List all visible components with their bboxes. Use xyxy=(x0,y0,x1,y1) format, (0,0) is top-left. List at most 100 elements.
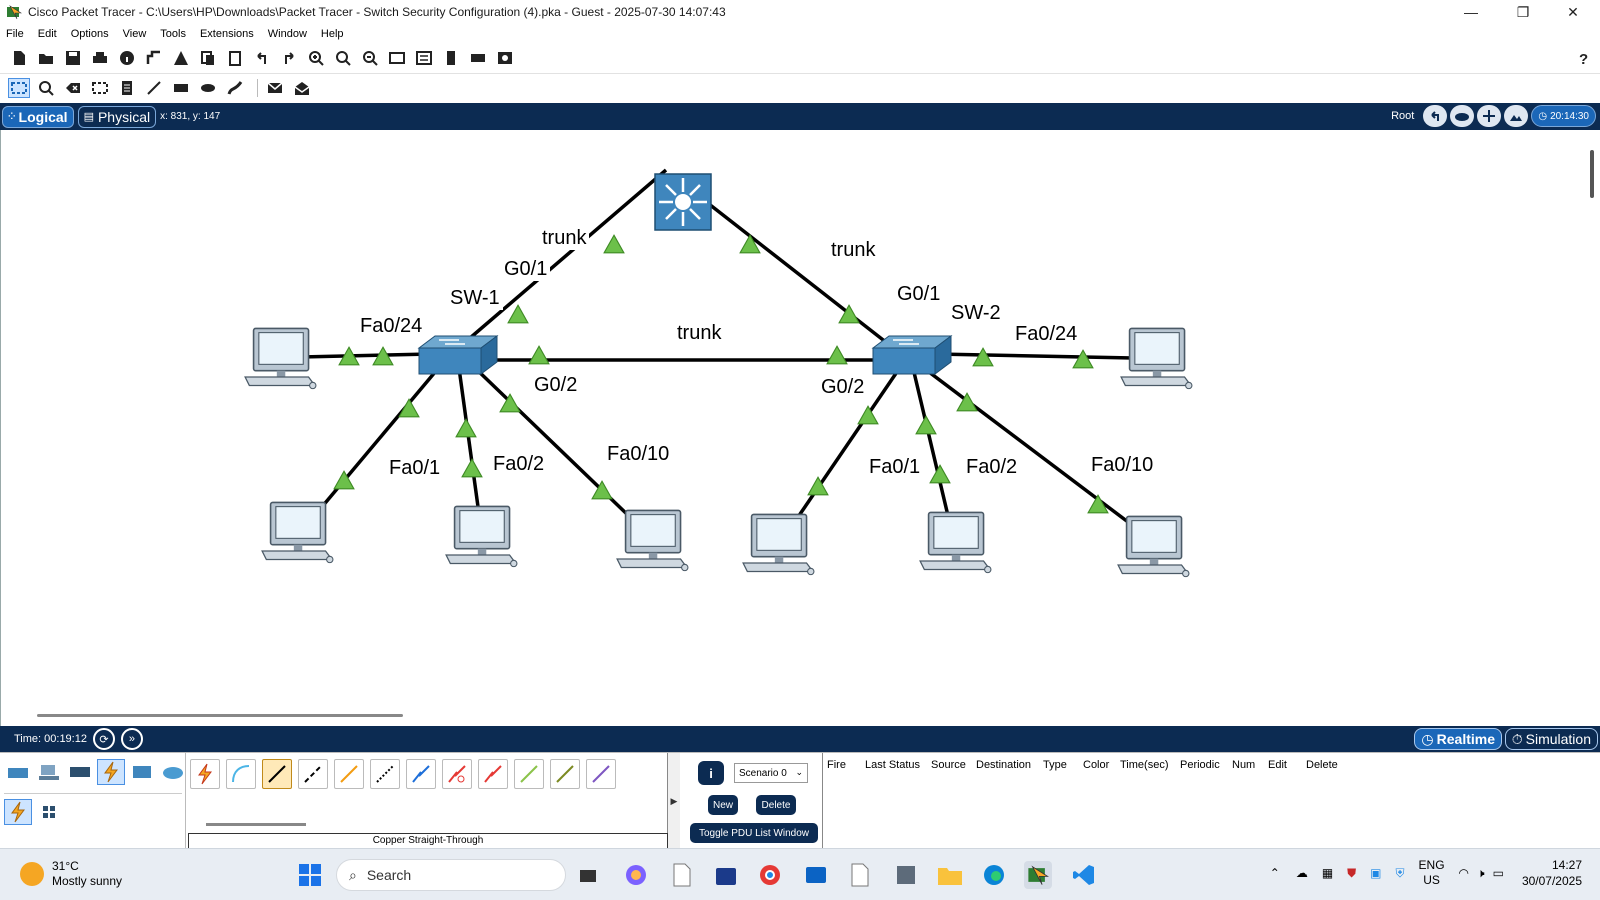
copy-icon[interactable] xyxy=(197,48,219,68)
copper-straight-through-icon[interactable] xyxy=(262,759,292,789)
task-view-icon[interactable] xyxy=(574,861,602,889)
zoom-reset-icon[interactable] xyxy=(332,48,354,68)
column-header[interactable]: Destination xyxy=(976,759,1032,771)
usb-cable-icon[interactable] xyxy=(586,759,616,789)
menu-extensions[interactable]: Extensions xyxy=(199,28,254,40)
multiuser-connection-icon[interactable] xyxy=(159,759,187,785)
close-button[interactable]: ✕ xyxy=(1567,3,1579,20)
simulation-mode-button[interactable]: ⏱ Simulation xyxy=(1504,728,1598,750)
inspect-tool-icon[interactable] xyxy=(35,78,57,98)
pc-icon[interactable] xyxy=(742,513,815,576)
document-icon[interactable] xyxy=(846,861,874,889)
add-simple-pdu-icon[interactable] xyxy=(264,78,286,98)
back-icon[interactable] xyxy=(1423,105,1448,127)
pc-icon[interactable] xyxy=(919,511,992,574)
pdu-icon[interactable] xyxy=(440,48,462,68)
security-shield-icon[interactable]: ⛊ xyxy=(1347,865,1357,880)
network-devices-icon[interactable] xyxy=(4,759,32,785)
pc-icon[interactable] xyxy=(261,501,334,564)
custom-device-icon[interactable] xyxy=(413,48,435,68)
chat-icon[interactable]: ▣ xyxy=(1370,866,1382,880)
file-explorer-icon[interactable] xyxy=(936,861,964,889)
copilot-icon[interactable] xyxy=(622,861,650,889)
cluster-cloud-icon[interactable] xyxy=(1450,105,1475,127)
new-scenario-button[interactable]: New xyxy=(708,795,738,815)
fast-forward-icon[interactable]: » xyxy=(120,728,143,750)
column-header[interactable]: Source xyxy=(931,759,966,771)
device-template-icon[interactable] xyxy=(467,48,489,68)
language-indicator[interactable]: ENG US xyxy=(1419,858,1445,888)
link-core-sw2[interactable] xyxy=(689,188,898,352)
drawing-palette-icon[interactable] xyxy=(386,48,408,68)
undo-icon[interactable] xyxy=(251,48,273,68)
column-header[interactable]: Type xyxy=(1043,759,1067,771)
scenario-select[interactable]: Scenario 0 ⌄ xyxy=(734,763,808,783)
delete-scenario-button[interactable]: Delete xyxy=(756,795,796,815)
menu-file[interactable]: File xyxy=(6,28,24,40)
switch-sw1-icon[interactable] xyxy=(418,335,498,375)
physical-tab[interactable]: ▤ Physical xyxy=(77,105,157,128)
pc-icon[interactable] xyxy=(1120,327,1193,390)
open-folder-icon[interactable] xyxy=(35,48,57,68)
connections-subtype-icon[interactable] xyxy=(4,799,32,825)
select-tool-icon[interactable] xyxy=(8,77,30,98)
cable-scrollbar[interactable] xyxy=(206,823,306,826)
minimize-button[interactable]: — xyxy=(1464,4,1478,20)
restore-button[interactable]: ❐ xyxy=(1516,3,1530,20)
realtime-mode-button[interactable]: ◷ Realtime xyxy=(1414,728,1502,750)
serial-dte-icon[interactable] xyxy=(478,759,508,789)
column-header[interactable]: Fire xyxy=(827,759,846,771)
copper-cross-over-icon[interactable] xyxy=(298,759,328,789)
network-info-icon[interactable] xyxy=(170,48,192,68)
edge-icon[interactable] xyxy=(980,861,1008,889)
column-header[interactable]: Periodic xyxy=(1180,759,1220,771)
pc-icon[interactable] xyxy=(1117,515,1190,578)
scenario-info-button[interactable]: i xyxy=(698,761,724,785)
link-sw2-fa02[interactable] xyxy=(911,367,951,521)
resize-tool-icon[interactable] xyxy=(89,78,111,98)
grid-icon[interactable] xyxy=(35,799,63,825)
menu-edit[interactable]: Edit xyxy=(37,28,57,40)
toggle-pdu-list-button[interactable]: Toggle PDU List Window xyxy=(690,823,818,843)
pc-icon[interactable] xyxy=(244,327,317,390)
zoom-out-icon[interactable] xyxy=(359,48,381,68)
redo-icon[interactable] xyxy=(278,48,300,68)
coaxial-cable-icon[interactable] xyxy=(406,759,436,789)
menu-help[interactable]: Help xyxy=(320,28,344,40)
vertical-scrollbar[interactable] xyxy=(1590,150,1594,198)
outlook-icon[interactable] xyxy=(802,861,830,889)
place-note-icon[interactable] xyxy=(116,78,138,98)
help-icon[interactable]: ? xyxy=(1572,48,1594,68)
auto-connection-icon[interactable] xyxy=(190,759,220,789)
draw-rectangle-icon[interactable] xyxy=(170,78,192,98)
logical-workspace-canvas[interactable]: trunk trunk trunk G0/1 SW-1 Fa0/24 G0/2 … xyxy=(0,130,1600,726)
start-windows-icon[interactable] xyxy=(296,861,324,889)
link-sw2-fa024[interactable] xyxy=(935,352,1134,360)
switch-sw2-icon[interactable] xyxy=(872,335,952,375)
file-icon[interactable] xyxy=(668,861,696,889)
move-object-icon[interactable] xyxy=(1477,105,1502,127)
link-sw1-fa024[interactable] xyxy=(300,352,432,359)
link-core-sw1[interactable] xyxy=(454,168,668,352)
add-complex-pdu-icon[interactable] xyxy=(291,78,313,98)
keyboard-icon[interactable]: ▦ xyxy=(1321,866,1334,880)
menu-options[interactable]: Options xyxy=(70,28,109,40)
column-header[interactable]: Num xyxy=(1232,759,1256,771)
end-devices-icon[interactable] xyxy=(35,759,63,785)
packet-tracer-taskbar-icon[interactable] xyxy=(1024,861,1052,889)
save-icon[interactable] xyxy=(62,48,84,68)
column-header[interactable]: Time(sec) xyxy=(1120,759,1169,771)
taskbar-clock[interactable]: 14:27 30/07/2025 xyxy=(1522,857,1582,889)
onedrive-icon[interactable]: ☁ xyxy=(1295,866,1308,880)
menu-view[interactable]: View xyxy=(122,28,147,40)
column-header[interactable]: Edit xyxy=(1268,759,1287,771)
pc-icon[interactable] xyxy=(616,509,689,572)
store-icon[interactable] xyxy=(712,861,740,889)
chevron-up-icon[interactable]: ⌃ xyxy=(1269,866,1280,880)
freeform-icon[interactable] xyxy=(224,78,246,98)
volume-muted-icon[interactable]: 🕨 xyxy=(1477,865,1485,880)
miscellaneous-icon[interactable] xyxy=(128,759,156,785)
vscode-icon[interactable] xyxy=(1070,861,1098,889)
wifi-icon[interactable]: ◠ xyxy=(1458,866,1470,880)
column-header[interactable]: Color xyxy=(1083,759,1110,771)
